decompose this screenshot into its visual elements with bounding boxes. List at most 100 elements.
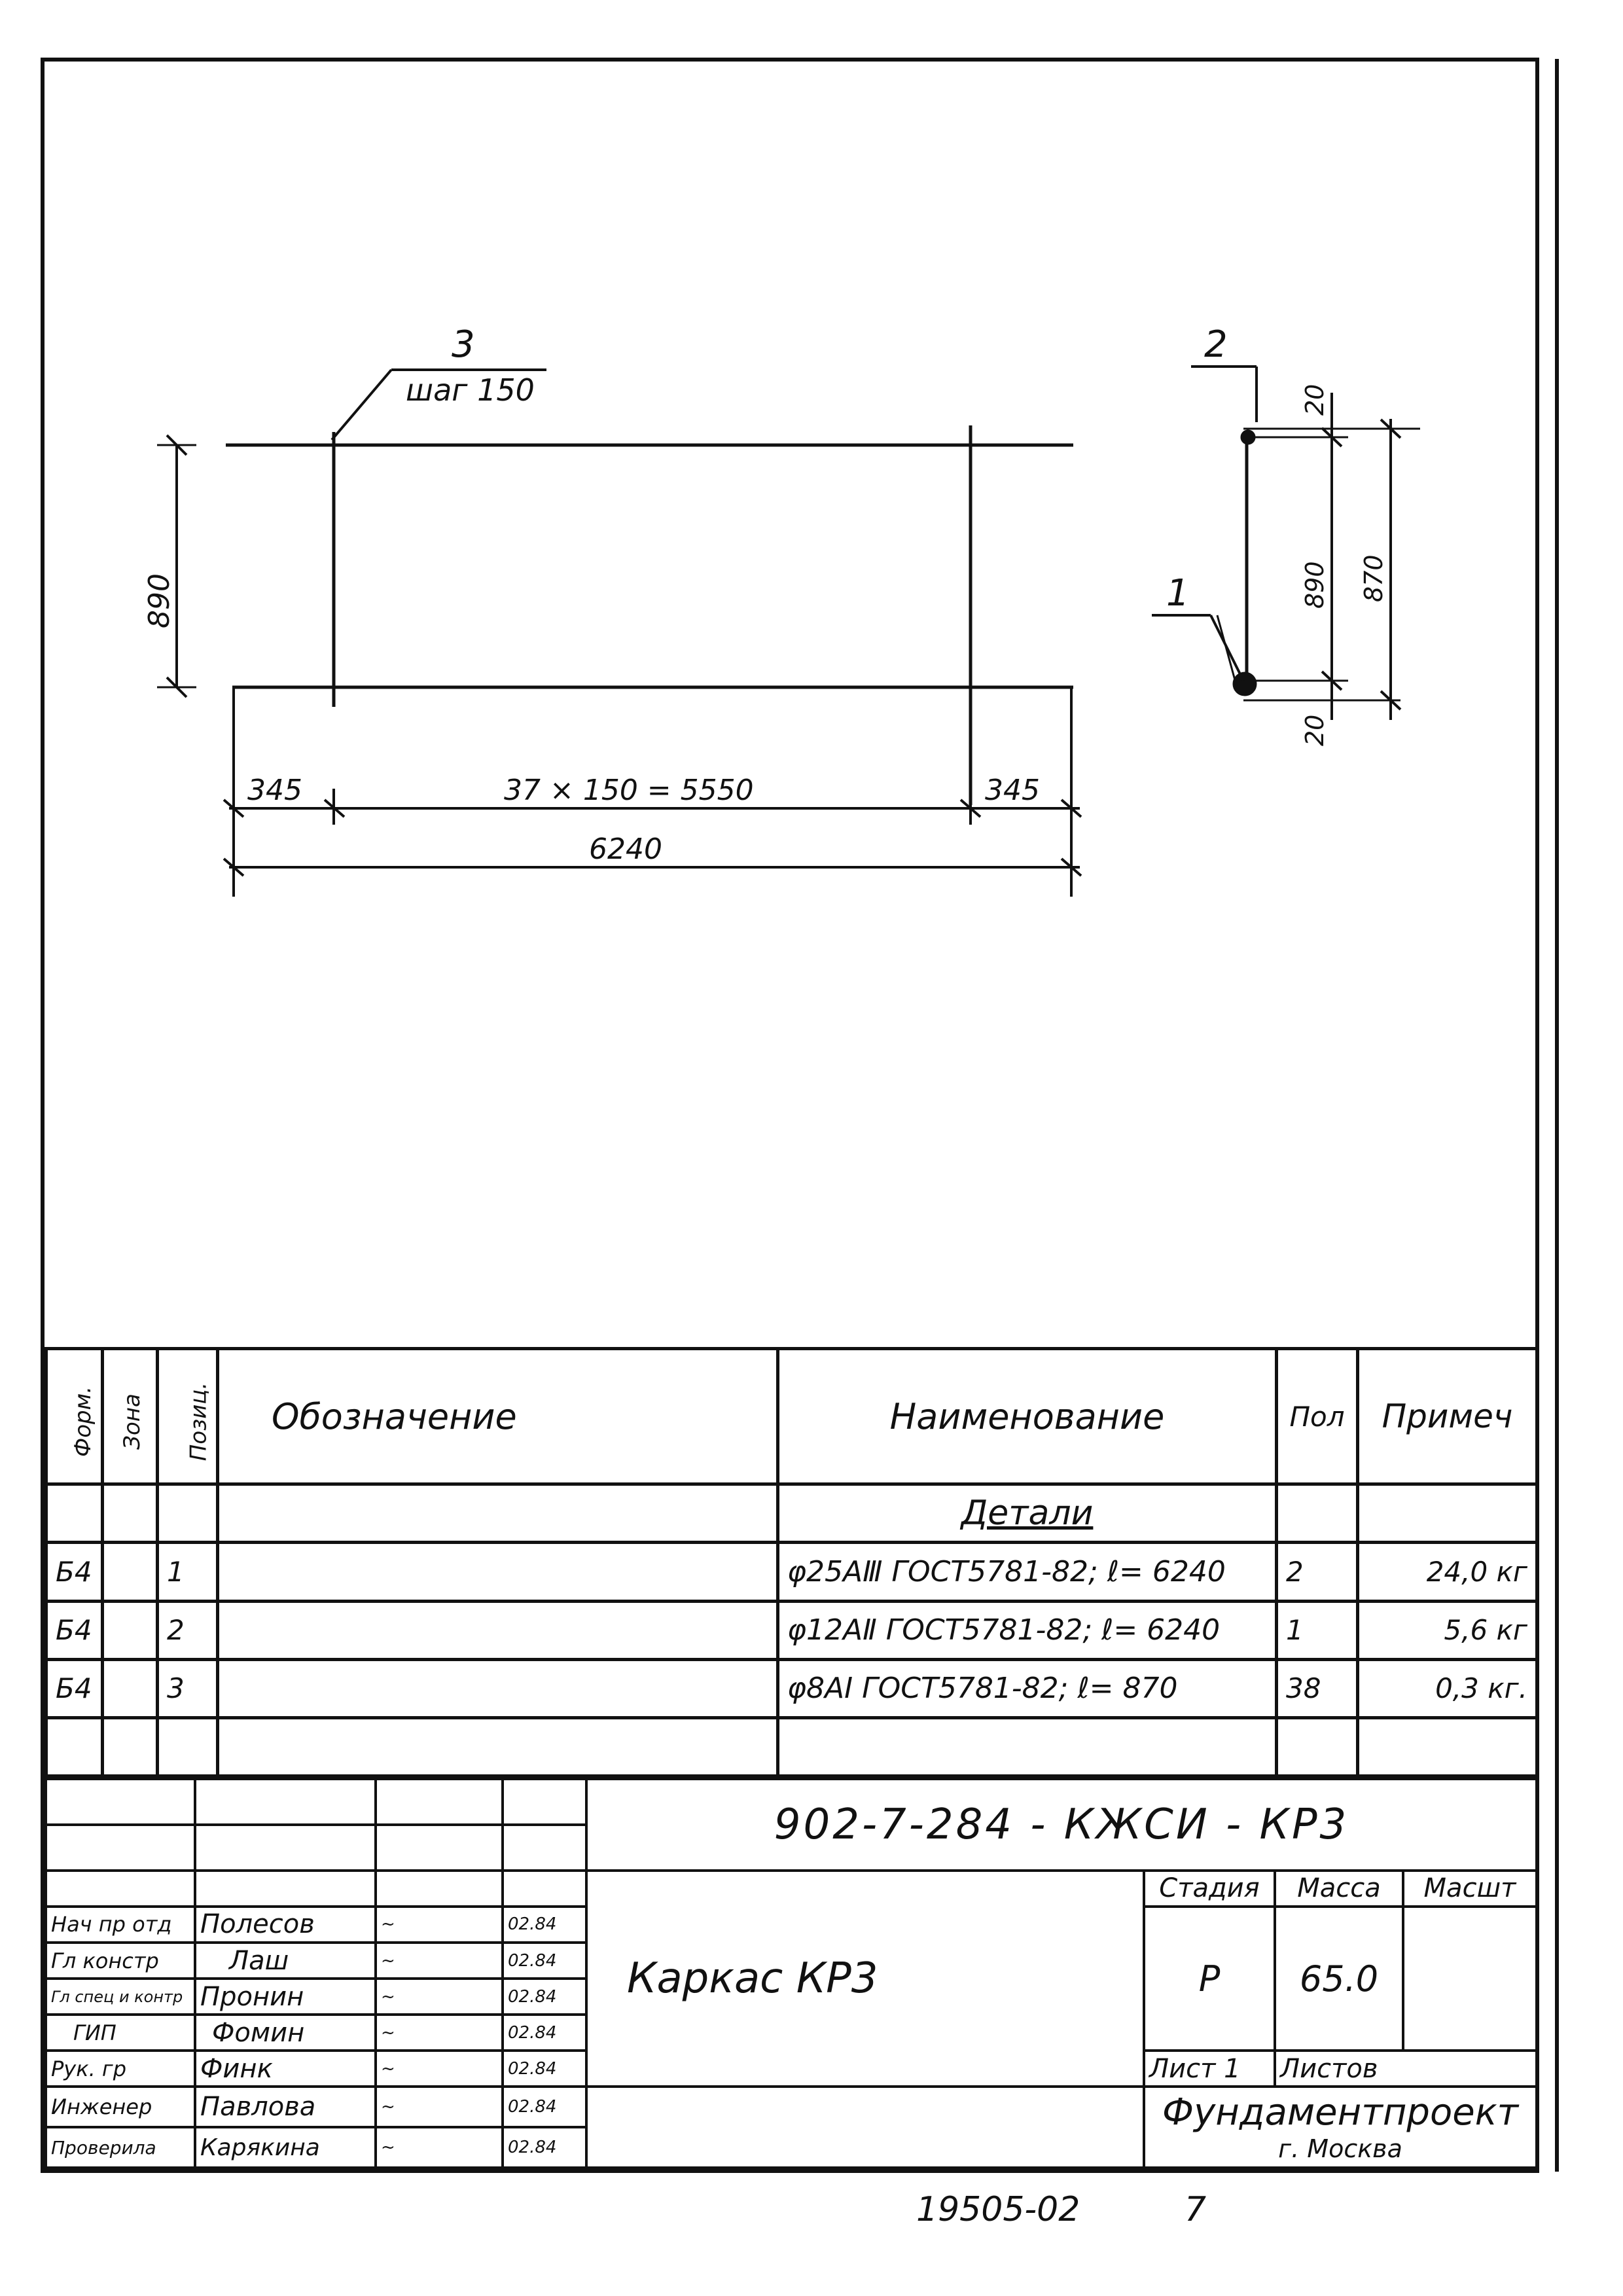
drawing-frame (41, 58, 1539, 2173)
spec-header-row: Форм. Зона Позиц. Обозначение Наименован… (45, 1346, 1539, 1486)
signature: ~ (374, 1977, 504, 2017)
role: Гл спец и контр (45, 1977, 196, 2017)
row-zone (101, 1657, 159, 1719)
person-name: Полесов (194, 1905, 377, 1944)
header-position: Позиц. (156, 1346, 219, 1486)
row-qty: 2 (1275, 1541, 1359, 1603)
spec-section-row: Детали (45, 1482, 1539, 1545)
row-designation (216, 1657, 779, 1719)
role: Инженер (45, 2085, 196, 2129)
scale-label: Масшт (1401, 1869, 1539, 1908)
row-qty: 38 (1275, 1657, 1359, 1719)
row-position: 3 (156, 1657, 219, 1719)
signature: ~ (374, 2126, 504, 2169)
person-name: Финк (194, 2049, 377, 2089)
row-name: φ25АⅢ ГОСТ5781-82; ℓ= 6240 (776, 1541, 1278, 1603)
sign-date: 02.84 (501, 2049, 588, 2089)
row-note: 24,0 кг (1356, 1541, 1539, 1603)
label-pos2: 2 (1204, 323, 1228, 366)
row-qty: 1 (1275, 1599, 1359, 1661)
spec-row: Б4 3 φ8АⅠ ГОСТ5781-82; ℓ= 870 38 0,3 кг. (45, 1657, 1539, 1719)
person-name: Пронин (194, 1977, 377, 2017)
document-code: 902-7-284 - КЖСИ - КР3 (584, 1778, 1539, 1872)
spec-empty-row (45, 1715, 1539, 1778)
signature-row: Проверила Карякина ~ 02.84 (45, 2126, 1537, 2169)
row-zone (101, 1599, 159, 1661)
organization-city: г. Москва (1278, 2134, 1402, 2163)
role: Гл констр (45, 1941, 196, 1981)
sheet-label: Лист 1 (1143, 2049, 1276, 2089)
signature-row: Рук. гр Финк ~ 02.84 Лист 1 Листов (45, 2049, 1539, 2089)
mass-label: Масса (1274, 1869, 1404, 1908)
signature: ~ (374, 1941, 504, 1981)
row-name: φ8АⅠ ГОСТ5781-82; ℓ= 870 (776, 1657, 1278, 1719)
row-position: 2 (156, 1599, 219, 1661)
signature: ~ (374, 2085, 504, 2129)
role: ГИП (45, 2013, 196, 2053)
row-note: 5,6 кг (1356, 1599, 1539, 1661)
label-870: 870 (1359, 554, 1388, 602)
person-name: Лаш (194, 1941, 377, 1981)
header-designation: Обозначение (216, 1346, 779, 1486)
mass-value: 65.0 (1274, 1905, 1404, 2053)
sign-date: 02.84 (501, 2126, 588, 2169)
row-format: Б4 (45, 1599, 104, 1661)
row-format: Б4 (45, 1541, 104, 1603)
row-format: Б4 (45, 1657, 104, 1719)
row-note: 0,3 кг. (1356, 1657, 1539, 1719)
title-block: 902-7-284 - КЖСИ - КР3 Каркас КР3 Стадия… (45, 1778, 1539, 2169)
signature: ~ (374, 2013, 504, 2053)
header-note: Примеч (1356, 1346, 1539, 1486)
row-position: 1 (156, 1541, 219, 1603)
signature: ~ (374, 1905, 504, 1944)
scale-value (1401, 1905, 1539, 2053)
role: Проверила (45, 2126, 196, 2169)
person-name: Фомин (194, 2013, 377, 2053)
role: Рук. гр (45, 2049, 196, 2089)
row-name: φ12АⅡ ГОСТ5781-82; ℓ= 6240 (776, 1599, 1278, 1661)
header-name: Наименование (776, 1346, 1278, 1486)
organization-name: Фундаментпроект (1162, 2090, 1519, 2134)
section-title: Детали (776, 1482, 1278, 1545)
sign-date: 02.84 (501, 1905, 588, 1944)
header-qty: Пол (1275, 1346, 1359, 1486)
organization-block: Фундаментпроект г. Москва (1142, 2085, 1539, 2169)
label-pos1: 1 (1166, 572, 1190, 615)
role: Нач пр отд (45, 1905, 196, 1944)
spec-row: Б4 2 φ12АⅡ ГОСТ5781-82; ℓ= 6240 1 5,6 кг (45, 1599, 1539, 1661)
sign-date: 02.84 (501, 2085, 588, 2129)
sign-date: 02.84 (501, 1977, 588, 2017)
label-20-top: 20 (1300, 384, 1329, 416)
label-pos3-step: шаг 150 (406, 372, 535, 408)
specification-table: Форм. Зона Позиц. Обозначение Наименован… (45, 1346, 1539, 1778)
sign-date: 02.84 (501, 2013, 588, 2053)
sheet-right-edge (1555, 59, 1561, 2172)
signature-row: Нач пр отд Полесов ~ 02.84 Р 65.0 (45, 1905, 1539, 2053)
header-format: Форм. (45, 1346, 104, 1486)
label-middle-dim: 37 × 150 = 5550 (504, 774, 754, 807)
header-zone: Зона (101, 1346, 159, 1486)
signature-row: Гл констр Лаш ~ 02.84 (45, 1941, 1537, 1981)
archive-number: 19505-02 (916, 2190, 1080, 2229)
drawing-title: Каркас КР3 (585, 1869, 1145, 2089)
person-name: Карякина (194, 2126, 377, 2169)
signature-row: Инженер Павлова ~ 02.84 Фундаментпроект … (45, 2085, 1539, 2169)
person-name: Павлова (194, 2085, 377, 2129)
stage-label: Стадия (1143, 1869, 1276, 1908)
row-designation (216, 1541, 779, 1603)
stage-value: Р (1143, 1905, 1276, 2053)
row-designation (216, 1599, 779, 1661)
reinforcement-drawing: 3 шаг 150 890 345 37 × 150 = 5550 345 62… (143, 323, 1420, 897)
signature-row: Гл спец и контр Пронин ~ 02.84 (45, 1977, 1537, 2017)
bar-pos1-dot (1232, 672, 1257, 696)
label-pos3: 3 (452, 323, 475, 366)
spec-row: Б4 1 φ25АⅢ ГОСТ5781-82; ℓ= 6240 2 24,0 к… (45, 1541, 1539, 1603)
signature: ~ (374, 2049, 504, 2089)
sign-date: 02.84 (501, 1941, 588, 1981)
label-height-left: 890 (143, 573, 176, 628)
label-20-bottom: 20 (1300, 715, 1329, 746)
label-890-right: 890 (1300, 561, 1329, 609)
label-345-right: 345 (985, 774, 1040, 807)
sheets-label: Листов (1273, 2049, 1539, 2089)
label-total-dim: 6240 (589, 833, 662, 866)
